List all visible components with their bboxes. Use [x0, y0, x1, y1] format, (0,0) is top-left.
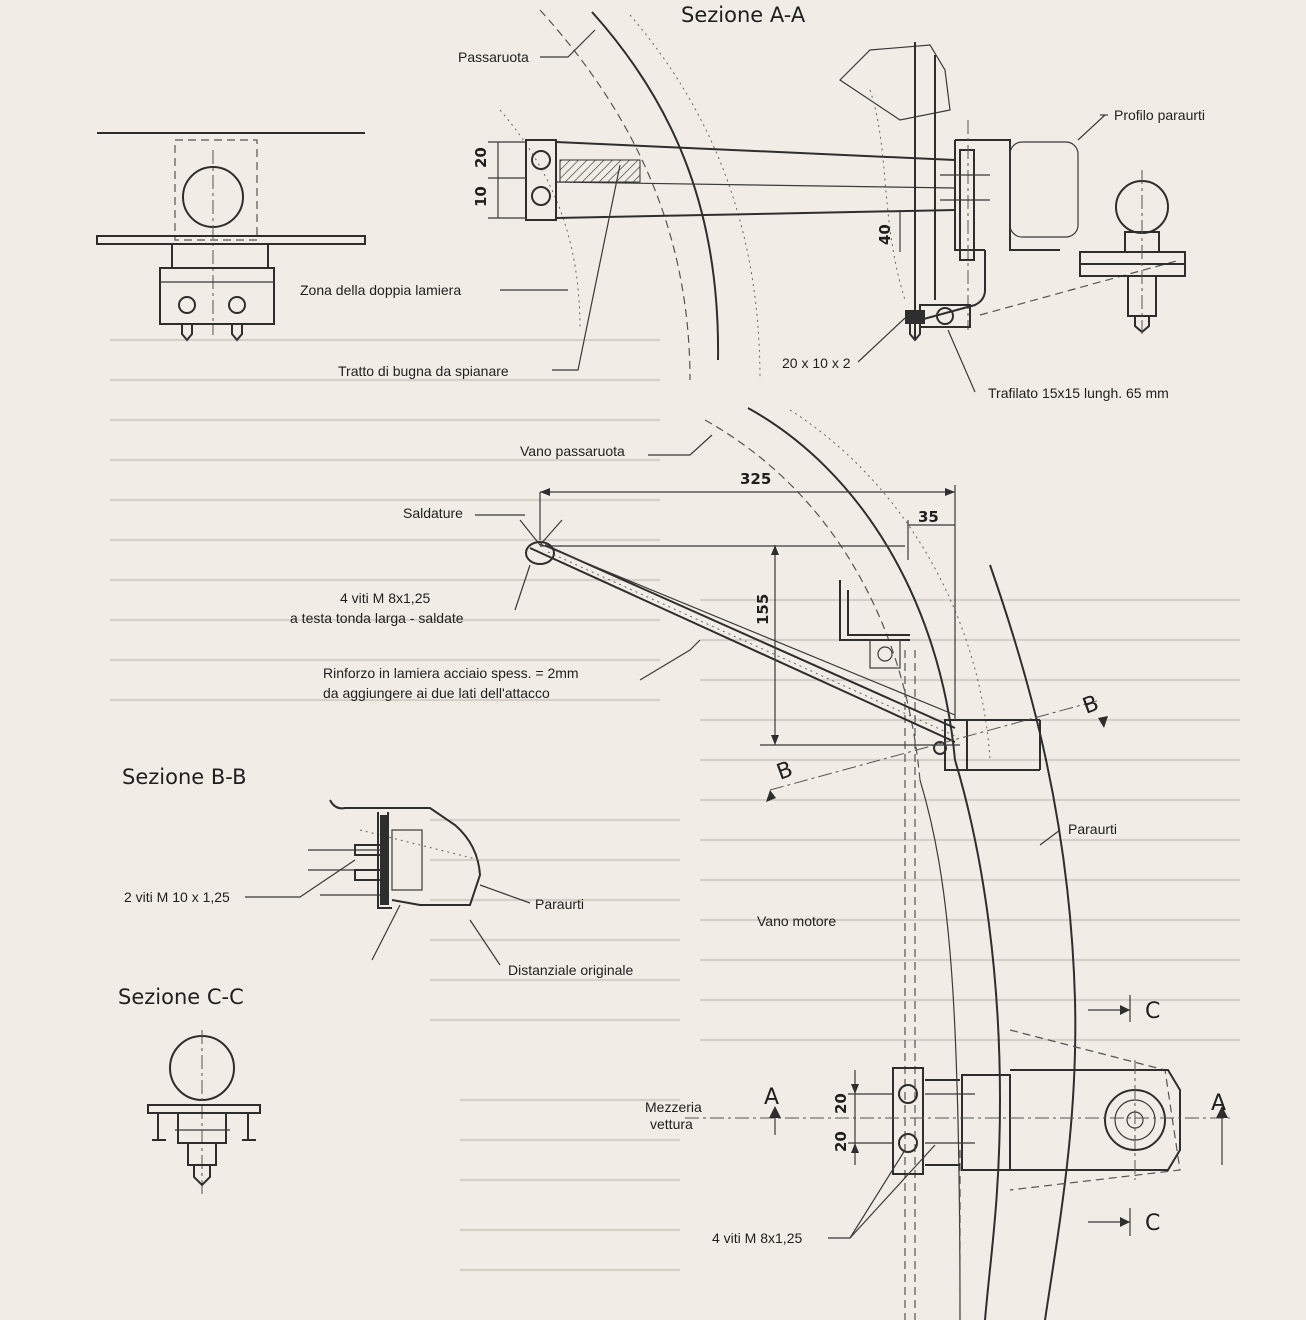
- dim-325: 325: [740, 470, 771, 488]
- label-mezzeria-line1: Mezzeria: [645, 1099, 702, 1115]
- dim-10: 10: [472, 186, 490, 207]
- dim-20-top: 20: [472, 147, 490, 168]
- label-tratto-bugna: Tratto di bugna da spianare: [338, 363, 509, 379]
- section-aa-heading: Sezione A-A: [681, 3, 806, 27]
- label-viti-m10: 2 viti M 10 x 1,25: [124, 889, 230, 905]
- section-bb-heading: Sezione B-B: [122, 765, 247, 789]
- dim-40: 40: [876, 224, 894, 245]
- dim-155: 155: [754, 594, 772, 625]
- label-passaruota: Passaruota: [458, 49, 529, 65]
- dim-20-a: 20: [832, 1093, 850, 1114]
- label-profilo-paraurti: Profilo paraurti: [1114, 107, 1205, 123]
- section-mark-a-right: A: [1211, 1091, 1226, 1116]
- section-mark-b-left: B: [774, 757, 797, 786]
- label-rinforzo-line1: Rinforzo in lamiera acciaio spess. = 2mm: [323, 665, 579, 681]
- label-zona-doppia-lamiera: Zona della doppia lamiera: [300, 282, 461, 298]
- label-mezzeria-line2: vettura: [650, 1116, 693, 1132]
- section-bb-view: [245, 799, 531, 966]
- section-mark-b-right: B: [1080, 691, 1103, 720]
- label-vano-motore: Vano motore: [757, 913, 836, 929]
- label-rinforzo-line2: da aggiungere ai due lati dell'attacco: [323, 685, 550, 701]
- label-distanziale: Distanziale originale: [508, 962, 634, 978]
- section-mark-a-left: A: [764, 1085, 779, 1110]
- section-cc-heading: Sezione C-C: [118, 985, 244, 1009]
- dim-35: 35: [918, 508, 939, 526]
- section-cc-view: [147, 1030, 261, 1195]
- label-saldature: Saldature: [403, 505, 463, 521]
- label-vano-passaruota: Vano passaruota: [520, 443, 625, 459]
- label-viti-m8-line2: a testa tonda larga - saldate: [290, 610, 464, 626]
- label-piatto: 20 x 10 x 2: [782, 355, 851, 371]
- label-paraurti-bb: Paraurti: [535, 896, 584, 912]
- section-mark-c-bottom: C: [1145, 1211, 1160, 1236]
- tow-bracket-detail: [685, 995, 1230, 1239]
- label-viti-m8-line1: 4 viti M 8x1,25: [340, 590, 430, 606]
- drawing-text: Sezione A-A Sezione B-B Sezione C-C Pass…: [118, 3, 1226, 1246]
- section-aa-view: [488, 9, 1186, 393]
- label-trafilato: Trafilato 15x15 lungh. 65 mm: [988, 385, 1169, 401]
- front-elevation-view: [96, 132, 366, 342]
- dim-20-b: 20: [832, 1131, 850, 1152]
- section-mark-c-top: C: [1145, 999, 1160, 1024]
- label-paraurti-plan: Paraurti: [1068, 821, 1117, 837]
- plan-view: [475, 407, 1108, 1320]
- paper-show-through: [110, 338, 1240, 1272]
- label-viti-m8-bottom: 4 viti M 8x1,25: [712, 1230, 802, 1246]
